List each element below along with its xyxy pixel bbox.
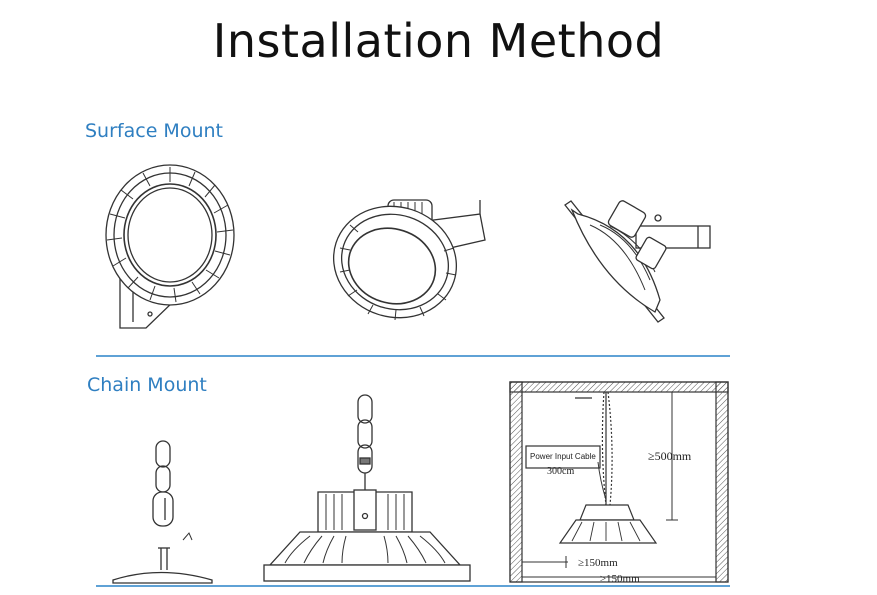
page-title: Installation Method [212, 14, 665, 68]
section-divider [96, 355, 730, 357]
chain-mount-label: Chain Mount [87, 374, 207, 396]
surface-mount-front-view [105, 164, 235, 329]
surface-mount-label: Surface Mount [85, 120, 223, 142]
side-dimension-1: ≥150mm [578, 557, 618, 569]
height-dimension: ≥500mm [648, 449, 692, 463]
cable-length: 300cm [547, 466, 574, 477]
surface-mount-side-view [564, 200, 711, 323]
chain-mount-fixture-view [263, 394, 471, 582]
chain-mount-hook-view [112, 440, 213, 584]
side-dimension-2: ≥150mm [600, 573, 640, 585]
clearance-diagram [509, 381, 729, 583]
surface-mount-angled-view [332, 199, 486, 321]
bottom-divider [96, 585, 730, 587]
cable-label: Power Input Cable [530, 452, 596, 461]
